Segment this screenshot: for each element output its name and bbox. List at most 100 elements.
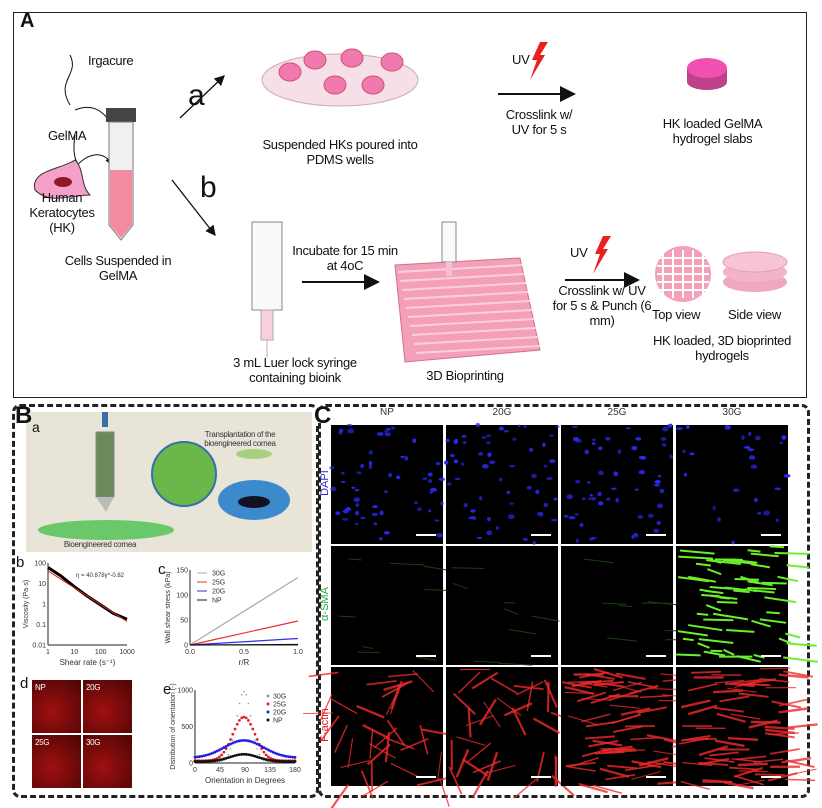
data-point	[220, 747, 224, 751]
data-point	[229, 742, 232, 746]
d-image-label: 20G	[86, 683, 101, 692]
uv-label: UV	[512, 52, 530, 67]
data-point	[227, 753, 230, 756]
syringe-label: 3 mL Luer lock syringe containing bioink	[233, 355, 357, 385]
data-point	[266, 758, 270, 762]
y-axis-label: Distribution of orientation (-)	[170, 683, 177, 769]
data-point	[251, 740, 255, 744]
data-point	[240, 752, 244, 756]
data-point	[260, 747, 264, 751]
legend-label: 25G	[273, 702, 286, 709]
data-point	[202, 760, 206, 763]
data-point	[256, 747, 259, 750]
data-point	[229, 747, 232, 750]
legend-label: 30G	[212, 571, 225, 578]
panel-b-frame	[12, 404, 319, 798]
y-tick-label: 50	[180, 618, 188, 625]
data-point	[266, 755, 270, 759]
syringe-icon	[251, 221, 283, 311]
row-label-1: α-SMA	[319, 587, 331, 621]
data-point	[258, 753, 261, 756]
side-view-label: Side view	[728, 307, 781, 322]
chart-label: b	[16, 554, 24, 571]
x-axis-label: Shear rate (s⁻¹)	[60, 658, 116, 667]
x-tick-label: 1000	[119, 649, 135, 656]
data-point	[238, 718, 241, 722]
data-point	[193, 755, 197, 759]
chart-label: e	[163, 681, 171, 698]
legend-label: 20G	[273, 710, 286, 717]
route-a-label: a	[188, 79, 205, 112]
x-axis-label: r/R	[239, 658, 250, 667]
legend-marker	[266, 710, 270, 714]
data-point	[229, 755, 232, 759]
series-line-NP	[189, 643, 299, 646]
data-point	[255, 742, 259, 746]
fit-annotation: η = 40.878γ^-0.82	[76, 573, 125, 579]
data-point	[240, 716, 244, 720]
y-tick-label: 100	[34, 561, 46, 568]
legend-marker	[266, 702, 270, 706]
x-tick-label: 45	[216, 767, 224, 774]
data-point	[235, 739, 239, 743]
data-point	[244, 739, 248, 742]
data-point	[215, 756, 219, 760]
legend-label: 30G	[273, 694, 286, 701]
y-tick-label: 500	[181, 724, 193, 731]
data-point	[218, 755, 221, 759]
micrograph-DAPI-NP	[329, 423, 446, 544]
micrograph-F-actin-25G	[561, 667, 702, 795]
data-point	[255, 755, 259, 759]
route-a-arrow	[179, 75, 225, 119]
data-point	[226, 756, 230, 760]
data-point	[255, 738, 259, 741]
data-point	[253, 732, 257, 736]
data-point	[260, 744, 264, 748]
data-point	[286, 760, 290, 763]
data-point	[211, 751, 215, 755]
suspended-label: Cells Suspended in GelMA	[64, 253, 172, 283]
y-tick-label: 150	[176, 568, 188, 575]
d-image-label: 25G	[35, 738, 50, 747]
data-point	[260, 756, 264, 760]
x-tick-label: 0	[193, 767, 197, 774]
d-image-25G: 25G	[32, 735, 81, 788]
data-point	[284, 754, 288, 758]
data-point	[213, 750, 217, 754]
data-point	[262, 757, 266, 761]
data-point	[231, 739, 234, 741]
data-point	[264, 747, 268, 751]
y-tick-label: 1000	[177, 688, 193, 695]
data-point	[280, 759, 284, 763]
data-point	[254, 739, 256, 741]
data-point	[222, 757, 226, 761]
data-point	[269, 758, 272, 762]
data-point	[236, 714, 239, 717]
series-line	[47, 570, 128, 622]
data-point	[266, 748, 270, 752]
y-tick-label: 0	[189, 761, 193, 768]
data-point	[224, 747, 228, 751]
x-tick-label: 90	[241, 767, 249, 774]
data-point	[289, 760, 292, 763]
data-point	[206, 759, 210, 763]
data-point	[273, 759, 277, 763]
panel-a-label: A	[20, 10, 35, 32]
incubate-label: Incubate for 15 min at 4oC	[292, 243, 398, 273]
d-image-label: NP	[35, 683, 46, 692]
data-point	[243, 690, 245, 693]
uv-bolt-icon-2	[593, 236, 611, 274]
transplant-label: Transplantation of the bioengineered cor…	[204, 430, 276, 448]
micrograph-F-actin-20G	[416, 667, 580, 799]
legend-marker	[266, 718, 270, 722]
tube-liquid	[110, 170, 132, 238]
legend-label: NP	[273, 718, 283, 725]
data-point	[293, 760, 297, 763]
nucleus-icon	[54, 177, 72, 187]
slabs-label: HK loaded GelMA hydrogel slabs	[662, 116, 763, 146]
legend-label: 20G	[212, 589, 225, 596]
data-point	[242, 752, 246, 756]
legend-marker	[266, 694, 270, 698]
